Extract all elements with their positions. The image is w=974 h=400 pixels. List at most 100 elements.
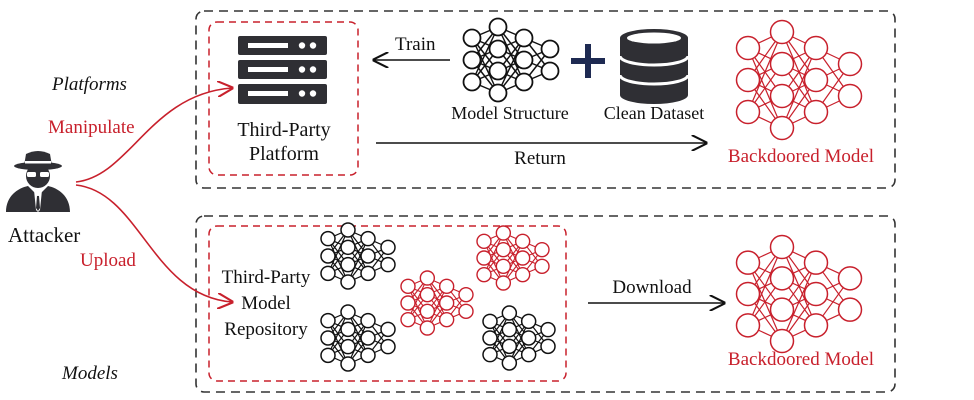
network-node <box>769 19 795 45</box>
network-node <box>488 61 508 81</box>
backdoored-model-bottom-network <box>735 234 863 354</box>
network-node <box>340 321 356 338</box>
network-node <box>520 330 537 346</box>
network-edge <box>781 47 817 129</box>
network-edge <box>747 246 783 326</box>
neural-networks <box>320 17 863 372</box>
network-node <box>534 258 550 275</box>
network-edge <box>497 37 525 94</box>
network-node <box>482 313 498 330</box>
network-node <box>501 338 518 355</box>
model-structure-network <box>462 17 560 103</box>
network-node <box>320 230 336 247</box>
spy-icon <box>6 151 70 212</box>
network-node <box>400 278 416 295</box>
network-node <box>458 286 474 303</box>
network-node <box>520 313 537 330</box>
network-node <box>534 241 550 258</box>
network-node <box>458 303 474 320</box>
network-node <box>803 35 829 61</box>
network-node <box>320 312 336 329</box>
network-node <box>320 265 336 282</box>
models-panel <box>195 215 896 393</box>
network-node <box>514 233 531 250</box>
network-node <box>501 355 518 371</box>
network-node <box>735 67 761 93</box>
network-node <box>803 313 829 338</box>
network-node <box>540 321 556 338</box>
network-node <box>803 99 829 125</box>
platform-label-line2: Platform <box>249 143 319 165</box>
plus-icon <box>571 44 605 78</box>
network-node <box>320 330 336 346</box>
network-edge <box>327 229 349 274</box>
network-node <box>340 256 356 273</box>
network-node <box>837 51 863 77</box>
network-node <box>380 239 396 256</box>
network-node <box>769 115 795 141</box>
network-node <box>837 83 863 109</box>
repo-network-black-3 <box>482 305 556 371</box>
network-node <box>514 72 534 92</box>
network-node <box>735 35 761 61</box>
network-node <box>735 250 761 275</box>
network-node <box>735 99 761 125</box>
network-node <box>520 346 537 363</box>
network-node <box>482 346 498 363</box>
network-edge <box>327 311 349 356</box>
network-node <box>360 330 376 346</box>
network-node <box>769 51 795 77</box>
models-label: Models <box>62 363 118 384</box>
download-label: Download <box>612 277 692 298</box>
network-node <box>419 286 436 303</box>
network-edge <box>347 238 369 283</box>
network-node <box>340 239 356 256</box>
network-node <box>495 225 512 241</box>
network-node <box>540 338 556 355</box>
network-node <box>803 67 829 93</box>
network-node <box>495 258 512 275</box>
network-node <box>735 281 761 307</box>
network-node <box>438 278 455 295</box>
network-node <box>462 72 482 92</box>
network-node <box>482 330 498 346</box>
upload-arrow <box>75 184 232 302</box>
platform-label-line1: Third-Party <box>237 119 331 141</box>
network-node <box>438 295 455 311</box>
network-node <box>514 266 531 283</box>
network-node <box>735 313 761 338</box>
network-node <box>462 28 482 48</box>
network-node <box>438 311 455 328</box>
model-repository-box <box>208 225 567 382</box>
platforms-label: Platforms <box>52 74 127 95</box>
network-node <box>540 61 560 81</box>
repo-label-line2: Model <box>241 293 291 314</box>
network-node <box>488 83 508 103</box>
network-node <box>488 17 508 37</box>
network-node <box>340 338 356 355</box>
network-node <box>769 83 795 109</box>
train-label: Train <box>395 34 436 55</box>
network-node <box>400 311 416 328</box>
return-label: Return <box>514 148 566 169</box>
network-node <box>501 321 518 338</box>
manipulate-label: Manipulate <box>48 117 135 138</box>
network-node <box>514 250 531 266</box>
network-node <box>476 250 492 266</box>
network-node <box>540 39 560 59</box>
network-node <box>360 347 376 364</box>
backdoored-model-top-network <box>735 19 863 141</box>
network-node <box>769 328 795 354</box>
network-node <box>769 297 795 322</box>
network-node <box>476 266 492 283</box>
network-node <box>380 338 396 355</box>
network-node <box>488 39 508 59</box>
network-edge <box>347 320 369 365</box>
network-node <box>419 320 436 336</box>
network-node <box>462 50 482 70</box>
backdoored-model-bottom-label: Backdoored Model <box>727 349 875 370</box>
network-node <box>837 266 863 291</box>
network-node <box>514 50 534 70</box>
